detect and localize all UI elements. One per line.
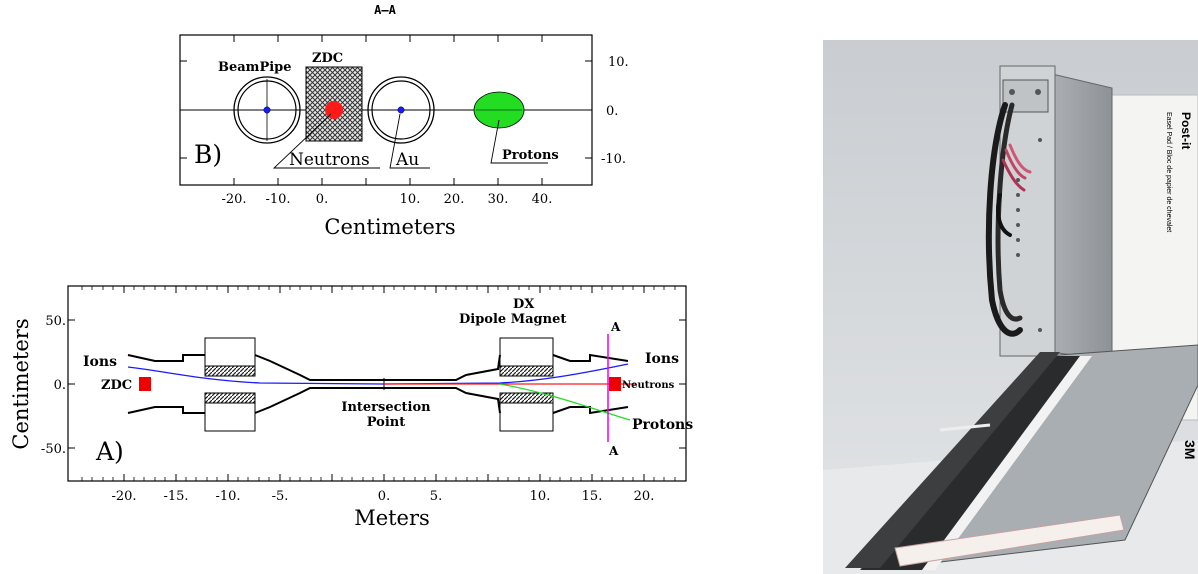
magnet-dx-bottom — [499, 402, 554, 432]
tick-label: -5. — [272, 489, 289, 504]
label-ions-left: Ions — [83, 354, 117, 370]
easel-note: Easel Pad / Bloc de papier de chevalet — [1165, 112, 1172, 232]
leader-au — [389, 113, 430, 169]
leader-protons — [490, 119, 548, 164]
beam-dot-left — [263, 106, 271, 114]
tick-label: -20. — [111, 489, 136, 504]
magnet-left-top — [204, 337, 256, 367]
brand-3m: 3M — [1182, 440, 1198, 459]
panel-a-xticks: -20. -15. -10. -5. 0. 5. 10. 15. 20. — [111, 489, 654, 504]
detector-fibers-edge — [845, 352, 1060, 568]
label-protons-b: Protons — [502, 148, 559, 163]
tick-label: 0. — [378, 489, 390, 504]
neutron-spot — [325, 101, 343, 119]
panel-a-ylabel: Centimeters — [9, 318, 33, 449]
label-protons-a: Protons — [632, 417, 693, 433]
label-neutrons-a: Neutrons — [622, 380, 675, 391]
panel-b-yticks: 10. 0. -10. — [601, 55, 629, 167]
tick-label: 0. — [54, 378, 66, 393]
proton-beam — [499, 383, 631, 421]
tick-label: -50. — [41, 442, 66, 457]
panel-a-minor-ticks — [81, 286, 676, 481]
postit-brand: Post-it — [1179, 112, 1193, 149]
tick-label: -15. — [163, 489, 188, 504]
tick-label: 5. — [430, 489, 442, 504]
panel-a-diagram: Ions Ions ZDC Neutrons Protons DX Dipole… — [9, 285, 693, 530]
tick-label: 50. — [45, 314, 66, 329]
magnet-left-bottom — [204, 402, 256, 432]
cables — [985, 102, 1032, 337]
panel-b-tag: B) — [194, 140, 222, 169]
tick-label: -20. — [221, 192, 246, 207]
label-au: Au — [395, 150, 419, 170]
panel-b-xlabel: Centimeters — [324, 215, 455, 239]
panel-a-xlabel: Meters — [354, 506, 430, 530]
ion-beam-right — [383, 363, 629, 385]
leader-neutrons — [272, 113, 380, 169]
beam-dot-au — [397, 106, 405, 114]
magnet-dx-top-hatch — [499, 365, 554, 377]
panel-a-major-ticks — [68, 286, 686, 481]
panel-b-diagram: A–A BeamPipe ZDC B) Neutrons Au Protons — [179, 3, 629, 239]
zdc-right — [609, 377, 621, 391]
tick-label: -10. — [215, 489, 240, 504]
tick-label: 0. — [606, 104, 618, 119]
tick-label: 30. — [488, 192, 509, 207]
tick-label: 10. — [608, 55, 629, 70]
frame-holes — [1016, 138, 1042, 332]
tick-label: 15. — [582, 489, 603, 504]
label-ip-2: Point — [367, 415, 406, 430]
tick-label: -10. — [265, 192, 290, 207]
tick-label: 20. — [634, 489, 655, 504]
panel-b-xticks: -20. -10. 0. 10. 20. 30. 40. — [221, 192, 552, 207]
label-cut-top: A — [610, 320, 621, 334]
panel-a-yticks: 50. 0. -50. — [41, 314, 66, 457]
label-dx: DX — [513, 297, 535, 312]
label-ip-1: Intersection — [341, 400, 431, 415]
label-dipole: Dipole Magnet — [459, 312, 566, 327]
label-beampipe: BeamPipe — [218, 60, 292, 75]
panel-b-ticks — [180, 35, 592, 185]
label-cut-bottom: A — [608, 444, 619, 458]
ion-beam-left — [127, 366, 385, 385]
magnet-left-top-hatch — [204, 365, 256, 377]
tick-label: 10. — [530, 489, 551, 504]
ruler — [894, 514, 1125, 567]
beampipe-right-inner — [371, 80, 431, 140]
zdc-left — [139, 377, 151, 391]
detector-photo: Post-it Easel Pad / Bloc de papier de ch… — [823, 40, 1198, 574]
label-ions-right: Ions — [645, 351, 679, 367]
label-zdc-b: ZDC — [312, 51, 343, 66]
tick-label: 10. — [400, 192, 421, 207]
tick-label: 20. — [444, 192, 465, 207]
panel-a-tag: A) — [95, 437, 124, 466]
label-zdc-a: ZDC — [101, 378, 132, 393]
tick-label: -10. — [601, 152, 626, 167]
magnet-dx-top — [499, 337, 554, 367]
detector-white-frame — [922, 356, 1092, 570]
magnet-left-bottom-hatch — [204, 392, 256, 404]
section-title: A–A — [374, 3, 396, 17]
label-neutrons-b: Neutrons — [289, 150, 370, 170]
tick-label: 0. — [316, 192, 328, 207]
beampipe-left-outer — [233, 76, 301, 144]
beampipe-right-outer — [367, 76, 435, 144]
tick-label: 40. — [532, 192, 553, 207]
